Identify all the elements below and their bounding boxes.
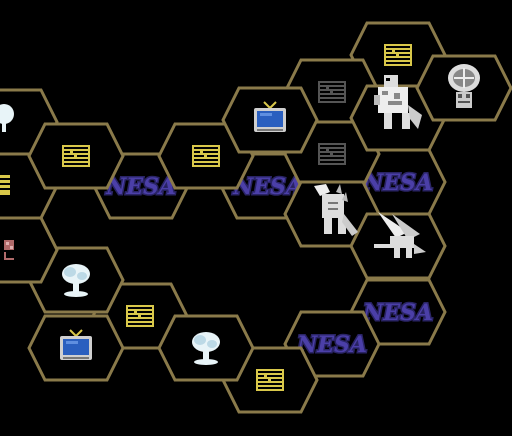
crab-monster-icon[interactable] (4, 240, 14, 260)
mechagodzilla-icon[interactable] (374, 75, 422, 129)
mushroom-cloud-icon (0, 104, 14, 132)
city-block-icon (318, 81, 346, 103)
city-block-icon (62, 145, 90, 167)
city-block-icon (0, 175, 10, 195)
godzilla-monster-icon[interactable] (314, 184, 358, 236)
city-block-icon (318, 143, 346, 165)
nebula-label: NESA (362, 170, 433, 196)
alien-skull-monster-icon[interactable] (448, 64, 480, 108)
nebula-label: NESA (232, 174, 303, 200)
dragon-monster-icon[interactable] (374, 212, 426, 258)
city-block-icon (126, 305, 154, 327)
nebula-label: NESA (296, 332, 367, 358)
city-block-icon (192, 145, 220, 167)
svg-text:NESA: NESA (105, 174, 176, 200)
city-block-icon (256, 369, 284, 391)
svg-text:NESA: NESA (362, 170, 433, 196)
svg-text:NESA: NESA (296, 332, 367, 358)
city-block-icon (384, 44, 412, 66)
nebula-label: NESA (105, 174, 176, 200)
svg-text:NESA: NESA (362, 300, 433, 326)
hex-tile[interactable] (0, 216, 59, 284)
nebula-label: NESA (362, 300, 433, 326)
